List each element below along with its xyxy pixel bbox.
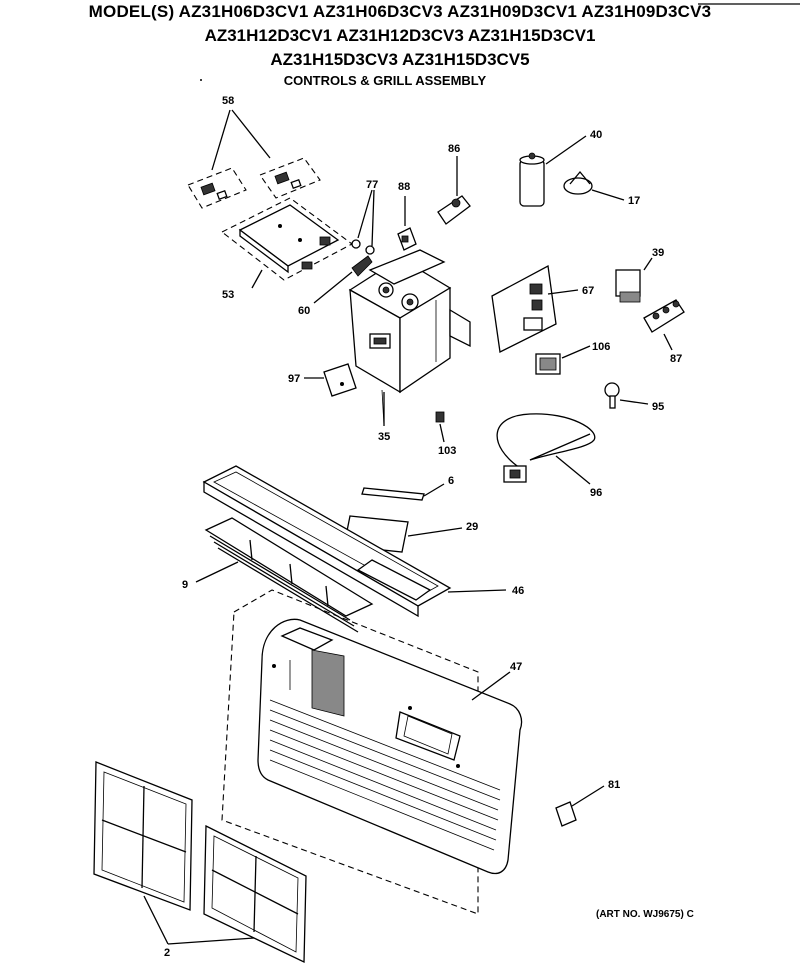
callout-88: 88	[398, 181, 410, 193]
part-40-capacitor	[519, 135, 587, 207]
part-58-clips	[187, 109, 321, 209]
callout-17: 17	[628, 195, 640, 207]
part-88-switch	[397, 196, 417, 251]
part-39-relay	[615, 257, 653, 303]
callout-106: 106	[592, 341, 610, 353]
callout-47: 47	[510, 661, 522, 673]
part-17-clamp	[563, 170, 625, 201]
art-number: (ART NO. WJ9675) C	[596, 909, 694, 920]
part-2-air-filters	[93, 761, 307, 964]
callout-46: 46	[512, 585, 524, 597]
callout-35: 35	[378, 431, 390, 443]
callout-58: 58	[222, 95, 234, 107]
callout-40: 40	[590, 129, 602, 141]
callout-81: 81	[608, 779, 620, 791]
part-103-clip	[435, 411, 445, 443]
part-35-control-box	[348, 249, 471, 427]
part-47-front-panel	[221, 589, 523, 915]
model-list-line-3: AZ31H15D3CV3 AZ31H15D3CV5	[270, 50, 530, 69]
callout-77: 77	[366, 179, 378, 191]
callout-39: 39	[652, 247, 664, 259]
callout-2: 2	[164, 947, 170, 959]
mark-dot	[200, 79, 202, 81]
part-96-power-cord	[496, 413, 596, 485]
callout-86: 86	[448, 143, 460, 155]
part-106-transformer	[535, 345, 591, 375]
part-46-front-frame	[202, 465, 507, 618]
assembly-subtitle: CONTROLS & GRILL ASSEMBLY	[283, 73, 487, 88]
callout-67: 67	[582, 285, 594, 297]
part-87-terminal-block	[643, 299, 685, 351]
callout-96: 96	[590, 487, 602, 499]
callout-53: 53	[222, 289, 234, 301]
callout-60: 60	[298, 305, 310, 317]
part-95-knob	[604, 382, 649, 409]
callout-6: 6	[448, 475, 454, 487]
callout-97: 97	[288, 373, 300, 385]
callout-9: 9	[182, 579, 188, 591]
part-53-control-plate	[220, 197, 354, 289]
callout-29: 29	[466, 521, 478, 533]
part-97-plate	[304, 363, 357, 397]
model-list-line-2: AZ31H12D3CV1 AZ31H12D3CV3 AZ31H15D3CV1	[204, 26, 596, 45]
model-list-line-1: MODEL(S) AZ31H06D3CV1 AZ31H06D3CV3 AZ31H…	[88, 2, 712, 21]
callout-103: 103	[438, 445, 456, 457]
callout-95: 95	[652, 401, 664, 413]
part-9-louvre-grille	[195, 517, 374, 633]
callout-87: 87	[670, 353, 682, 365]
part-81-clip	[555, 785, 605, 827]
part-77-60-knob-shaft	[313, 189, 375, 304]
part-67-pc-board	[491, 264, 579, 353]
part-86-bracket	[437, 156, 471, 225]
